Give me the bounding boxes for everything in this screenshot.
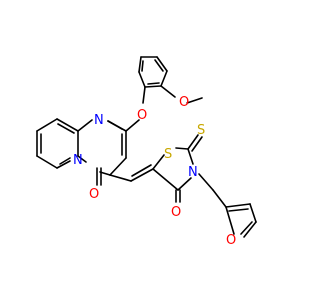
bond — [77, 155, 87, 163]
bond — [186, 97, 203, 104]
bond — [240, 221, 253, 235]
bond — [187, 148, 194, 165]
pyridine-ring — [36, 118, 79, 169]
atom-o-furan: O — [226, 233, 236, 248]
bond — [160, 70, 168, 87]
bond — [131, 164, 152, 177]
bond — [36, 118, 58, 132]
atom-o-methoxy: O — [179, 95, 189, 110]
atom-o-pyridone: O — [89, 187, 99, 202]
bond — [36, 155, 58, 169]
pyrimidinone-ring — [77, 119, 127, 176]
methoxyphenyl-ring — [138, 56, 168, 88]
bond — [109, 174, 132, 182]
bond — [138, 71, 146, 88]
atom-o-ether: O — [137, 108, 147, 123]
bond — [107, 120, 123, 130]
structure-canvas: O O N N O S N — [36, 56, 257, 248]
bond — [225, 203, 251, 208]
bond — [59, 157, 71, 165]
atom-n-thiazolidine: N — [188, 165, 198, 180]
bond — [212, 189, 227, 208]
bond — [77, 119, 93, 132]
thiazolidinone-ring — [152, 147, 194, 191]
bond — [130, 168, 154, 182]
bond — [138, 56, 142, 73]
bond — [57, 123, 75, 134]
bond — [147, 82, 160, 85]
bond — [160, 85, 176, 98]
bond — [109, 157, 127, 176]
bond — [191, 136, 203, 152]
bond — [125, 119, 140, 132]
bond — [156, 56, 168, 72]
atom-n-bridgehead: N — [73, 153, 83, 168]
bond — [225, 206, 235, 235]
molecule-diagram: O O N N O S N — [36, 56, 257, 248]
bond — [228, 208, 249, 212]
atom-o-thiazolidinone: O — [171, 205, 181, 220]
bond — [243, 221, 257, 238]
bond — [249, 203, 257, 223]
bond — [154, 59, 164, 72]
atom-s-thione: S — [197, 123, 205, 138]
bond — [152, 168, 179, 191]
atom-s-ring: S — [164, 147, 172, 162]
bond — [152, 154, 165, 170]
bond — [56, 118, 79, 132]
bond — [187, 134, 199, 150]
bond — [175, 147, 189, 150]
bond — [198, 173, 214, 191]
bond — [56, 160, 71, 169]
bond — [177, 177, 192, 191]
bond — [141, 60, 144, 72]
bond — [142, 86, 146, 104]
furan-ring — [212, 189, 257, 238]
bond — [144, 85, 162, 88]
atom-n-pyrimidine: N — [94, 113, 104, 128]
